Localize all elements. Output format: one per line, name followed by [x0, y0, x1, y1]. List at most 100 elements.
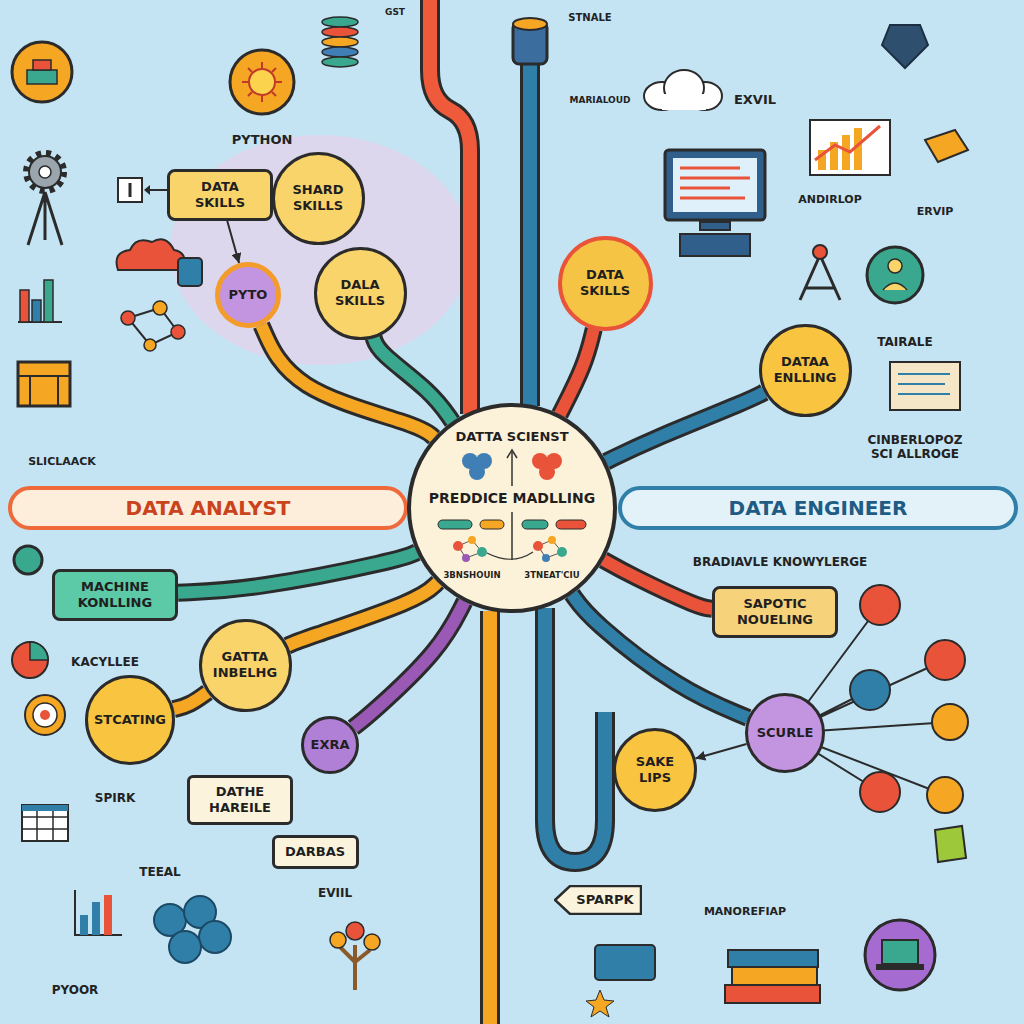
- chart-icon: [33, 60, 51, 70]
- pipe: [545, 608, 605, 862]
- center-icons: [468, 536, 476, 544]
- text-label: SLICLAACK: [28, 455, 96, 468]
- skill-circle: DALA SKILLS: [314, 247, 407, 340]
- skill-box: MACHINE KONLLING: [52, 569, 178, 621]
- pipe: [430, 0, 470, 414]
- text-label: GST: [385, 7, 405, 18]
- target-icon: [25, 695, 65, 735]
- center-circle-fill: [409, 405, 615, 611]
- node-text: PREDDICE MADLLING: [429, 490, 595, 507]
- node-text: DATHE HAREILE: [200, 784, 280, 815]
- text-label: SPIRK: [95, 791, 135, 805]
- bar-chart-icon: [32, 300, 41, 322]
- skill-circle: SCURLE: [745, 693, 825, 773]
- center-icons: [462, 554, 470, 562]
- laptop-icon: [865, 920, 935, 990]
- gear-easel-icon: [28, 192, 62, 245]
- center-icons: [453, 541, 463, 551]
- laptop-icon: [876, 964, 924, 970]
- skill-circle: DATAA ENLLING: [759, 324, 852, 417]
- crate-icon: [18, 376, 70, 406]
- person-icon: [883, 283, 907, 290]
- pipe: [480, 611, 500, 1024]
- text-label: EVIIL: [318, 886, 352, 900]
- cluster-icon: [169, 931, 201, 963]
- node-text: EXRA: [311, 737, 350, 753]
- gear-easel-icon: [26, 153, 64, 245]
- node-text: DARBAS: [285, 844, 345, 860]
- molecule-icon: [121, 301, 185, 351]
- books-icon: [725, 950, 820, 1003]
- node-text: 3TNEAT'CIU: [524, 570, 579, 580]
- switch-icon: [129, 183, 132, 197]
- sign-shape: [555, 886, 641, 914]
- center-icons: [469, 464, 485, 480]
- center-icons: [556, 520, 586, 529]
- cloud-icon: [644, 70, 722, 110]
- document-icon: [898, 374, 950, 394]
- pipe-connector: [374, 337, 453, 421]
- arrow-connector: [695, 744, 746, 759]
- shield-icon: [882, 25, 928, 68]
- role-band: DATA ENGINEER: [618, 486, 1018, 530]
- skill-circle: STCATING: [85, 675, 175, 765]
- cluster-icon: [154, 896, 231, 963]
- role-band: DATA ANALYST: [8, 486, 408, 530]
- pointer-sign: SPARPK: [554, 885, 642, 915]
- compass-icon: [813, 245, 827, 259]
- center-icons: [522, 520, 548, 529]
- books-icon: [732, 967, 817, 985]
- switch-icon: [118, 178, 174, 202]
- node-text: DATA SKILLS: [570, 267, 640, 298]
- center-icons: [438, 520, 472, 529]
- laptop-icon: [882, 940, 918, 964]
- spring-icon: [322, 57, 358, 67]
- node-text: STCATING: [94, 712, 166, 728]
- pipe-connector: [174, 692, 208, 709]
- center-icons: [533, 541, 543, 551]
- network-icon: [860, 585, 900, 625]
- pipe-outline: [178, 552, 417, 592]
- target-icon: [40, 710, 50, 720]
- line-chart-icon: [815, 126, 880, 160]
- node-text: 3BNSHOUIN: [443, 570, 500, 580]
- text-label: KACYLLEE: [71, 655, 139, 669]
- pipe: [520, 62, 540, 406]
- pipe-outline: [606, 392, 764, 461]
- teal-dot-icon: [14, 546, 42, 574]
- gear-easel-icon: [26, 153, 64, 191]
- bar-chart-icon: [75, 890, 122, 935]
- tree-icon: [346, 922, 364, 940]
- bar-chart-icon: [20, 290, 29, 322]
- node-text: SAKE LIPS: [625, 754, 685, 785]
- books-icon: [725, 985, 820, 1003]
- text-label: TEEAL: [139, 865, 181, 879]
- network-icon: [850, 670, 890, 710]
- device-icon: [586, 990, 614, 1017]
- center-icons: [548, 536, 556, 544]
- node-text: DALA SKILLS: [325, 277, 395, 308]
- sun-icon: [249, 69, 275, 95]
- compass-icon: [800, 255, 840, 300]
- monitor-icon: [665, 150, 765, 256]
- pipe-connector: [178, 552, 417, 592]
- cube-icon: [935, 826, 966, 862]
- node-text: DATAA ENLLING: [770, 354, 840, 385]
- node-text: MACHINE KONLLING: [65, 579, 165, 610]
- monitor-icon: [680, 234, 750, 256]
- skill-circle: PYTO: [215, 262, 281, 328]
- person-icon: [867, 247, 923, 303]
- center-icons: [557, 547, 567, 557]
- tree-icon: [330, 932, 346, 948]
- text-label: ANDIRLOP: [798, 193, 861, 206]
- target-icon: [25, 695, 65, 735]
- document-icon: [890, 362, 960, 410]
- center-icons: [477, 547, 487, 557]
- pipe-connector: [606, 392, 764, 461]
- skill-circle: DATA SKILLS: [558, 236, 653, 331]
- role-circle: DATTA SCIENSTPREDDICE MADLLING3BNSHOUIN3…: [407, 403, 617, 613]
- document-icon: [890, 362, 960, 410]
- node-text: SCURLE: [757, 725, 814, 741]
- chart-icon: [27, 70, 57, 84]
- bar-chart-icon: [92, 902, 100, 935]
